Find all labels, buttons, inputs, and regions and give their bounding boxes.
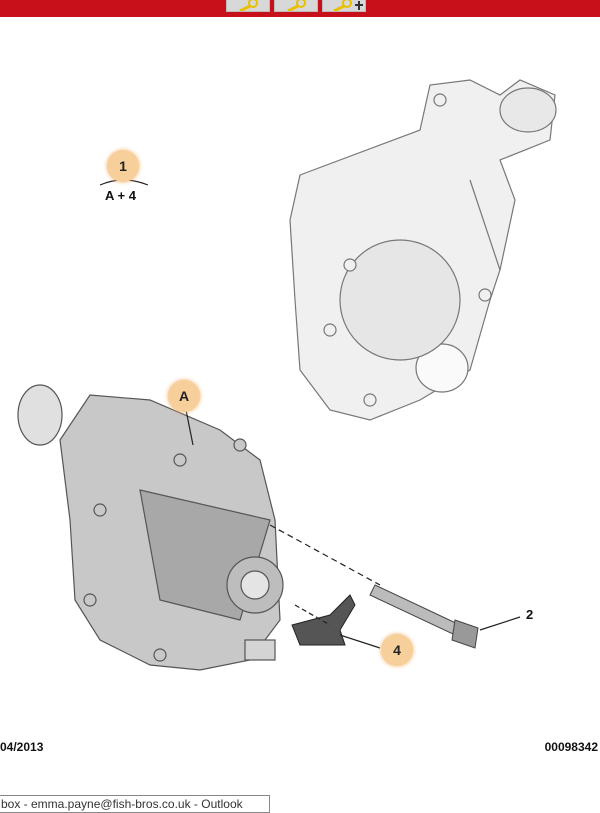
callout-4: 4 [381, 634, 413, 666]
sensor-illustration [291, 594, 356, 646]
part-label-2: 2 [526, 607, 534, 622]
zoom-move-icon [333, 0, 363, 11]
zoom-out-icon [287, 0, 306, 11]
callout-a: A [168, 380, 200, 412]
zoom-out-button[interactable] [274, 0, 318, 12]
zoom-move-button[interactable] [322, 0, 366, 12]
zoom-in-icon [239, 0, 258, 11]
upper-pump-illustration [289, 79, 557, 421]
callout-1: 1 [107, 150, 139, 182]
callout-1-caption: A + 4 [105, 188, 136, 203]
taskbar-tooltip: box - emma.payne@fish-bros.co.uk - Outlo… [0, 795, 270, 813]
diagram-date: 04/2013 [0, 740, 44, 754]
diagram-reference: 00098342 [544, 740, 598, 754]
zoom-in-button[interactable] [226, 0, 270, 12]
toolbar [0, 0, 600, 17]
bolt-illustration [369, 584, 479, 649]
water-pump-diagram [17, 79, 557, 671]
lower-pump-illustration [17, 384, 284, 671]
